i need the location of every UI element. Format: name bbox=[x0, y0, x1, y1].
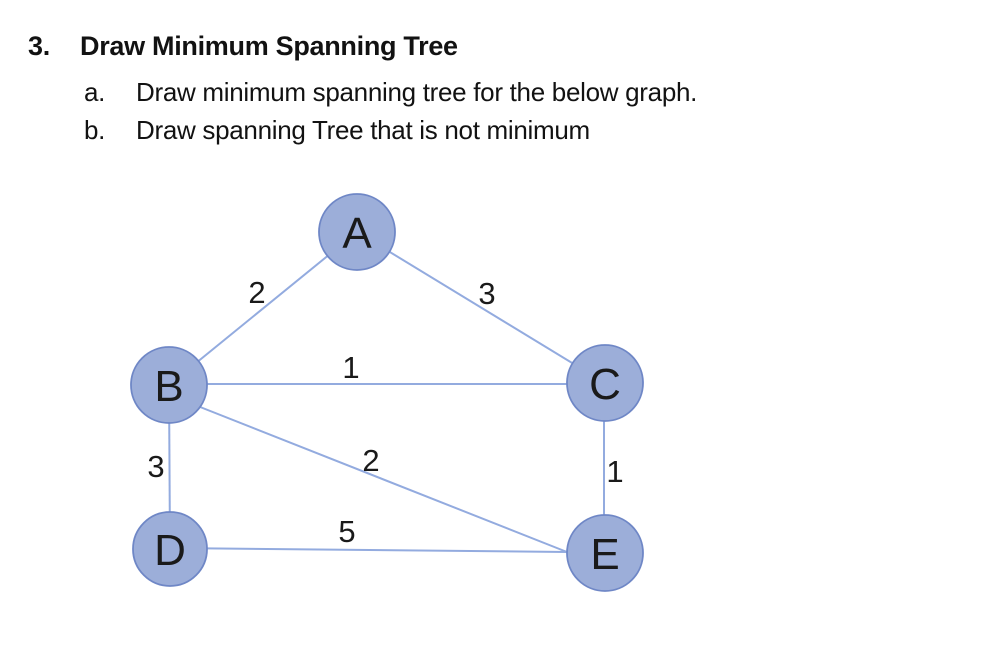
node-B-label: B bbox=[154, 362, 183, 411]
edge-B-C-weight-label: 1 bbox=[342, 350, 359, 385]
sub-question-b-label: b. bbox=[84, 115, 106, 145]
sub-question-a-label: a. bbox=[84, 77, 106, 107]
edge-B-D-weight-label: 3 bbox=[147, 449, 164, 484]
node-E-circle bbox=[566, 514, 644, 592]
question-number: 3. bbox=[28, 31, 50, 61]
edge-A-B-line bbox=[168, 231, 358, 386]
graph-edge-weights: 2 3 1 3 2 1 5 bbox=[147, 275, 623, 549]
edge-B-E-line bbox=[189, 402, 568, 553]
node-D-label: D bbox=[154, 526, 186, 575]
edge-B-E-weight-label: 2 bbox=[362, 443, 379, 478]
edge-A-B-weight-label: 2 bbox=[248, 275, 265, 310]
node-B-circle bbox=[130, 346, 208, 424]
question-title: Draw Minimum Spanning Tree bbox=[80, 31, 458, 61]
node-C-label: C bbox=[589, 360, 621, 409]
sub-question-a-text: Draw minimum spanning tree for the below… bbox=[136, 77, 698, 107]
graph-nodes: A B C D E bbox=[130, 193, 644, 592]
edge-A-C-weight-label: 3 bbox=[478, 276, 495, 311]
node-A-circle bbox=[318, 193, 396, 271]
node-D-circle bbox=[132, 511, 208, 587]
graph-edges bbox=[168, 231, 606, 553]
edge-A-C-line bbox=[356, 231, 606, 384]
edge-D-E-weight-label: 5 bbox=[338, 514, 355, 549]
node-C-circle bbox=[566, 344, 644, 422]
sub-question-b-text: Draw spanning Tree that is not minimum bbox=[136, 115, 590, 145]
node-A-label: A bbox=[342, 209, 372, 258]
edge-C-E-weight-label: 1 bbox=[606, 454, 623, 489]
edge-D-E-line bbox=[169, 547, 568, 553]
node-E-label: E bbox=[590, 530, 619, 579]
